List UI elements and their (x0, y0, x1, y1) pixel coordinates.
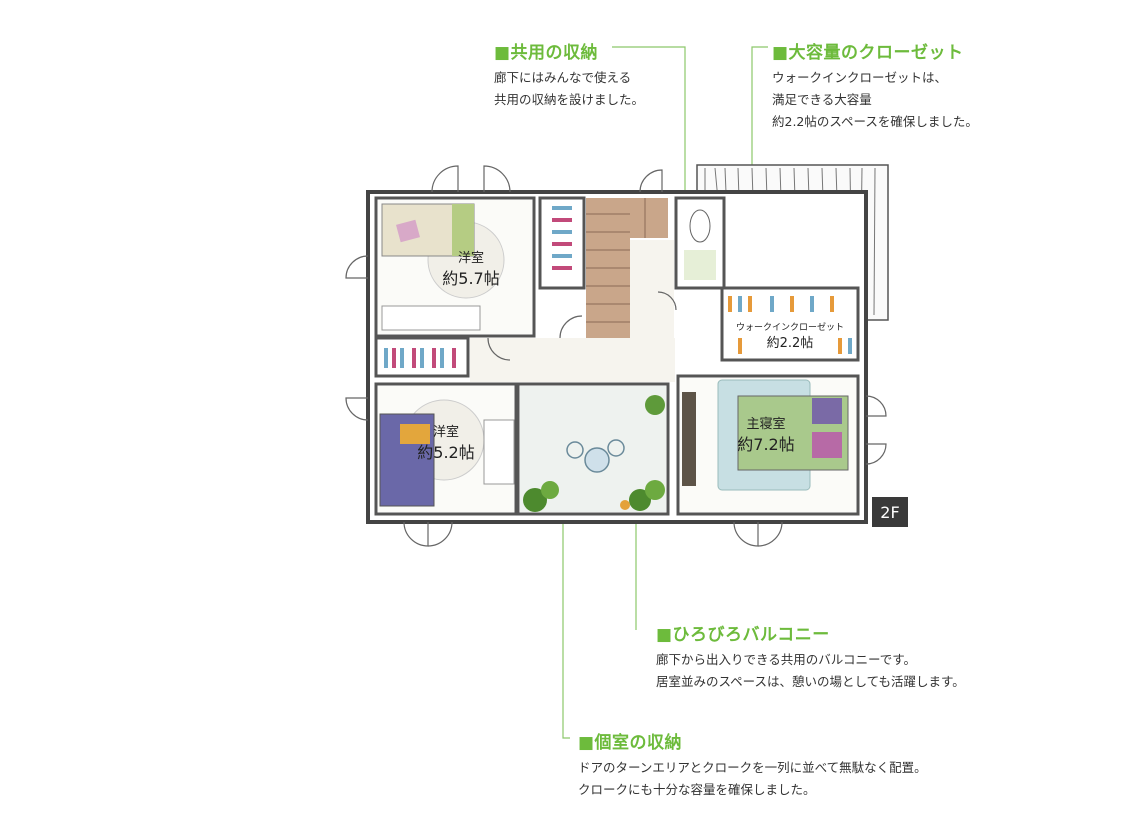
stairs (586, 198, 668, 338)
room-name-walkin: ウォークインクローゼット (736, 321, 844, 333)
room-name-west-top: 洋室 (458, 250, 484, 266)
callout-large-closet: ■大容量のクローゼット ウォークインクローゼットは、 満足できる大容量 約2.2… (772, 38, 978, 133)
callout-balcony: ■ひろびろバルコニー 廊下から出入りできる共用のバルコニーです。 居室並みのスペ… (656, 620, 965, 693)
room-size-west-top: 約5.7帖 (442, 269, 499, 288)
balcony-plants (523, 395, 665, 512)
floor-badge: 2F (872, 497, 908, 527)
room-name-master: 主寝室 (746, 416, 785, 432)
room-name-west-bottom: 洋室 (433, 424, 459, 440)
room-size-walkin: 約2.2帖 (767, 336, 814, 351)
callout-body: ウォークインクローゼットは、 満足できる大容量 約2.2帖のスペースを確保しまし… (772, 70, 978, 129)
callout-title: ■個室の収納 (578, 733, 683, 753)
callout-title: ■ひろびろバルコニー (656, 625, 830, 645)
balcony-table-set (566, 439, 625, 473)
callout-body: 廊下にはみんなで使える 共用の収納を設けました。 (494, 70, 645, 107)
callout-title: ■共用の収納 (494, 43, 599, 63)
clothes-hanging (384, 206, 852, 368)
door-swings (345, 165, 887, 547)
room-size-west-bottom: 約5.2帖 (417, 443, 474, 462)
room-size-master: 約7.2帖 (737, 435, 794, 454)
callout-shared-storage: ■共用の収納 廊下にはみんなで使える 共用の収納を設けました。 (494, 38, 644, 111)
callout-title: ■大容量のクローゼット (772, 43, 964, 63)
callout-private-storage: ■個室の収納 ドアのターンエリアとクロークを一列に並べて無駄なく配置。 クローク… (578, 728, 927, 801)
callout-body: 廊下から出入りできる共用のバルコニーです。 居室並みのスペースは、憩いの場として… (656, 652, 965, 689)
callout-body: ドアのターンエリアとクロークを一列に並べて無駄なく配置。 クロークにも十分な容量… (578, 760, 927, 797)
